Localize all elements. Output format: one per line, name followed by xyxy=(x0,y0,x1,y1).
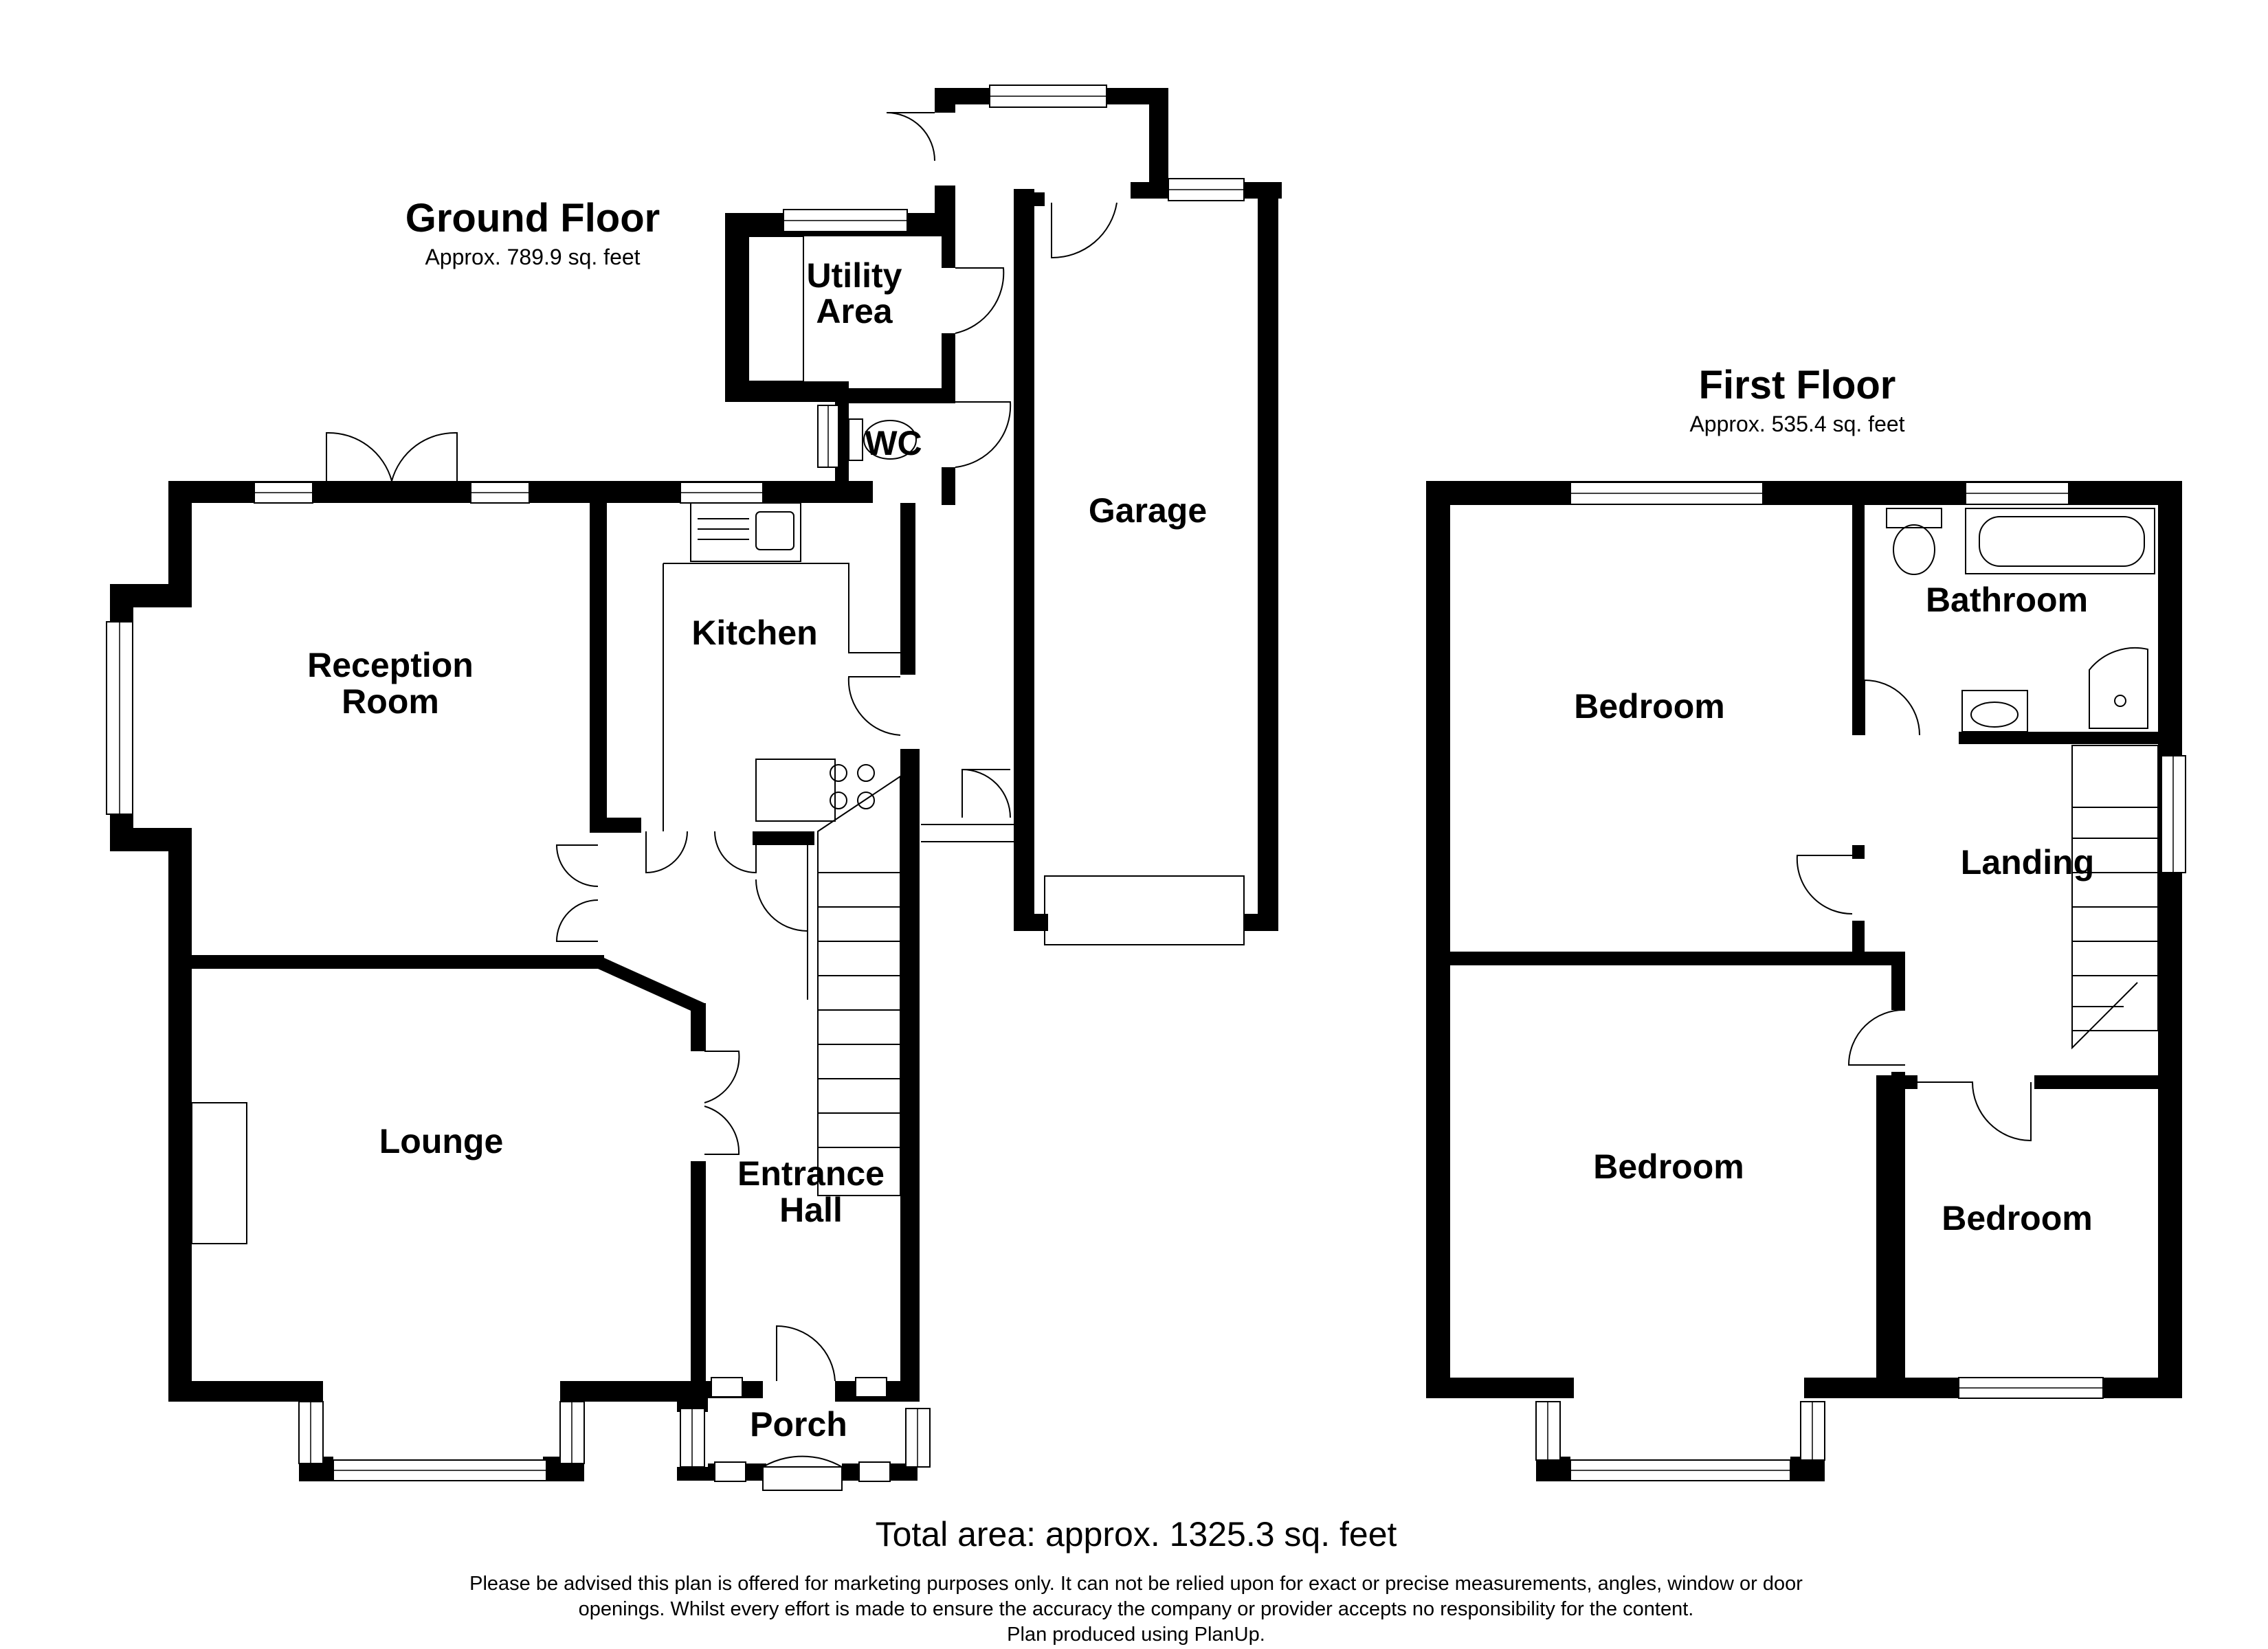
bedroom3-door xyxy=(1917,1081,2032,1142)
bedroom-2-label: Bedroom xyxy=(1593,1147,1744,1186)
lounge-doors xyxy=(704,1051,740,1155)
garage-door xyxy=(1044,875,1245,945)
disclaimer-line-3: Plan produced using PlanUp. xyxy=(1007,1624,1265,1646)
ground-floor xyxy=(106,85,1282,1491)
kitchen-label: Kitchen xyxy=(691,614,817,652)
total-area: Total area: approx. 1325.3 sq. feet xyxy=(876,1515,1397,1553)
lounge-label: Lounge xyxy=(379,1122,504,1160)
reception-windows xyxy=(106,482,530,815)
lounge-bay-window xyxy=(298,1401,585,1481)
bathroom-label: Bathroom xyxy=(1926,581,2088,619)
kitchen-sink-icon xyxy=(690,502,801,562)
kitchen-hob-icon xyxy=(755,759,875,822)
reception-label-line1: Reception xyxy=(307,646,474,684)
wc-label: WC xyxy=(865,424,922,462)
basin-icon xyxy=(1961,690,2028,732)
utility-worktop xyxy=(748,236,804,382)
back-corridor-window xyxy=(989,85,1107,108)
garage-window xyxy=(1168,178,1245,201)
front-door xyxy=(762,1455,843,1491)
kitchen-side-door xyxy=(847,676,901,736)
reception-hall-door xyxy=(555,844,599,942)
porch-inner-door xyxy=(776,1325,836,1382)
utility-label-line1: Utility xyxy=(807,256,902,295)
bedroom-3-label: Bedroom xyxy=(1942,1199,2092,1237)
ground-stairs xyxy=(807,775,901,1196)
shower-icon xyxy=(2089,647,2148,729)
ground-floor-title: Ground Floor xyxy=(405,196,660,240)
back-door xyxy=(886,112,935,161)
disclaimer-line-2: openings. Whilst every effort is made to… xyxy=(579,1598,1694,1620)
bedroom1-door xyxy=(1796,855,1853,915)
kitchen-window xyxy=(680,482,764,504)
entrance-hall-label-line1: Entrance xyxy=(737,1154,885,1193)
landing-label: Landing xyxy=(1961,843,2094,882)
reception-label-line2: Room xyxy=(342,682,439,721)
disclaimer-line-1: Please be advised this plan is offered f… xyxy=(469,1573,1803,1595)
utility-label-line2: Area xyxy=(816,292,893,330)
bathroom-door xyxy=(1864,679,1920,736)
wc-toilet-icon xyxy=(848,418,917,461)
wc-door xyxy=(955,401,1012,468)
entrance-hall-label-line2: Hall xyxy=(779,1191,843,1229)
first-floor-title: First Floor xyxy=(1699,363,1896,407)
kitchen-worktop xyxy=(663,563,900,831)
lounge-fireplace xyxy=(191,1102,247,1244)
garage-walls xyxy=(1014,182,1278,931)
wc-window xyxy=(817,405,839,468)
bath-icon xyxy=(1965,508,2155,574)
kitchen-hall-doors xyxy=(645,831,757,874)
first-floor-windows xyxy=(1535,482,2186,1481)
utility-window xyxy=(783,209,908,232)
first-floor xyxy=(1426,481,2186,1481)
reception-french-doors xyxy=(326,431,458,482)
first-floor-area: Approx. 535.4 sq. feet xyxy=(1689,412,1904,436)
under-stairs-door xyxy=(755,879,808,932)
first-floor-walls xyxy=(1426,481,2182,1481)
bedroom2-door xyxy=(1847,1009,1906,1066)
porch-windows xyxy=(680,1377,931,1482)
garage-label: Garage xyxy=(1089,491,1207,530)
utility-door xyxy=(955,267,1005,334)
ground-floor-area: Approx. 789.9 sq. feet xyxy=(425,245,640,269)
first-floor-stairs xyxy=(2071,745,2159,1050)
garage-rear-door xyxy=(1051,202,1118,259)
bedroom-1-label: Bedroom xyxy=(1574,687,1724,726)
toilet-icon xyxy=(1886,508,1942,575)
porch-label: Porch xyxy=(750,1405,847,1444)
garage-side-door xyxy=(961,769,1011,818)
